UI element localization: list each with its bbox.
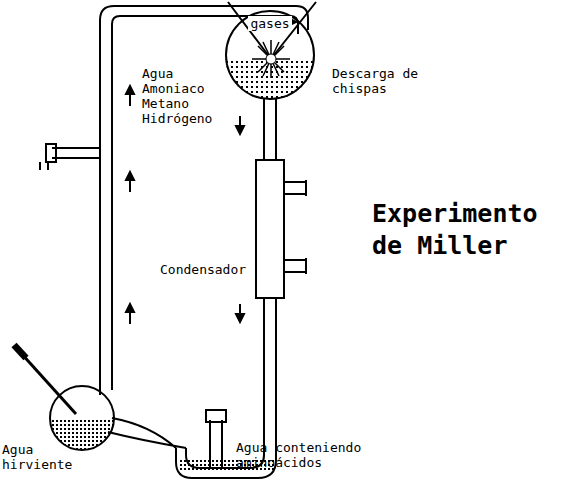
tube	[108, 418, 186, 448]
flow-arrow	[126, 18, 296, 324]
condenser-jacket	[256, 160, 284, 298]
stopcock	[46, 144, 56, 162]
tube	[275, 98, 277, 160]
node-text: gases	[248, 16, 291, 31]
gas-list: Agua Amoniaco Metano Hidrógeno	[142, 66, 234, 126]
part-label: Agua conteniendo aminoácidos	[236, 440, 436, 470]
part-label: Agua hirviente	[2, 442, 82, 472]
gas-cloud	[225, 60, 315, 100]
boiling-water	[48, 418, 118, 452]
sphere-outline	[226, 11, 314, 99]
part-label: Condensador	[160, 262, 252, 277]
spark	[252, 40, 290, 78]
tube	[263, 98, 265, 160]
stopcock	[40, 162, 48, 170]
spark	[266, 54, 276, 64]
condenser-port	[284, 180, 306, 196]
condenser-port	[284, 258, 306, 274]
electrode	[228, 2, 316, 55]
rod	[20, 352, 76, 414]
rod	[14, 345, 26, 358]
stopcock	[206, 410, 226, 422]
reaction-sphere: gases	[225, 10, 315, 100]
diagram-title: Experimento de Miller	[372, 198, 572, 262]
spark-label: Descarga de chispas	[332, 66, 442, 96]
stopcock	[52, 148, 100, 158]
